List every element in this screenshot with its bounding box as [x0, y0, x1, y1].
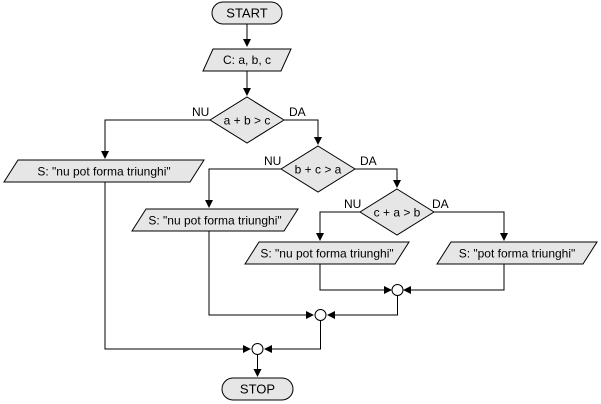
input-shape — [202, 48, 292, 72]
start-terminal: START — [211, 1, 283, 25]
output-3-label: S: "nu pot forma triunghi" — [260, 247, 393, 261]
decision-1-yes-label: DA — [289, 105, 306, 119]
decision-3-yes-label: DA — [432, 197, 449, 211]
decision-1: a + b > c NU DA — [192, 96, 306, 144]
stop-label: STOP — [240, 382, 275, 397]
decision-1-condition: a + b > c — [224, 114, 271, 128]
input-label: C: a, b, c — [223, 53, 271, 67]
connector-out1-junction3 — [104, 182, 243, 350]
stop-shape — [221, 377, 294, 401]
arrowhead — [243, 345, 251, 353]
decision-2-yes-label: DA — [360, 154, 377, 168]
decision-3: c + a > b NU DA — [344, 188, 449, 236]
decision-3-no-label: NU — [344, 197, 361, 211]
decision-1-shape — [209, 96, 285, 144]
decision-2-shape — [280, 145, 356, 193]
arrowhead — [327, 311, 335, 319]
arrowhead — [314, 137, 322, 145]
decision-3-shape — [359, 188, 435, 236]
junction-1 — [391, 284, 404, 296]
connector-junction1-junction2 — [335, 295, 398, 316]
output-1: S: "nu pot forma triunghi" — [3, 159, 205, 183]
connector-out2-junction2 — [208, 231, 306, 316]
arrowhead — [243, 39, 251, 47]
output-3: S: "nu pot forma triunghi" — [244, 241, 410, 265]
arrowhead — [253, 369, 262, 377]
output-4-label: S: "pot forma triunghi" — [459, 247, 576, 261]
arrowhead — [306, 311, 314, 319]
connector-out3-junction1 — [319, 264, 384, 291]
output-1-shape — [3, 159, 205, 183]
arrowhead — [205, 200, 213, 208]
output-2-shape — [131, 208, 299, 232]
output-4: S: "pot forma triunghi" — [436, 241, 598, 265]
connector-out4-junction1 — [411, 264, 505, 291]
arrowhead — [500, 233, 508, 241]
output-2: S: "nu pot forma triunghi" — [131, 208, 299, 232]
decision-3-condition: c + a > b — [374, 206, 421, 220]
arrowhead — [384, 286, 392, 294]
connector-d2-yes — [355, 168, 398, 181]
connector-d1-no — [104, 119, 210, 152]
input-block: C: a, b, c — [202, 48, 292, 72]
arrowhead — [403, 286, 411, 294]
output-1-label: S: "nu pot forma triunghi" — [37, 165, 170, 179]
arrowhead — [316, 233, 324, 241]
output-2-label: S: "nu pot forma triunghi" — [148, 214, 281, 228]
output-3-shape — [244, 241, 410, 265]
connector-d2-no — [208, 168, 281, 201]
decision-2-no-label: NU — [264, 154, 281, 168]
arrowhead — [243, 88, 251, 96]
decision-1-no-label: NU — [192, 105, 209, 119]
connector-d3-no — [319, 211, 360, 234]
arrowhead — [101, 151, 109, 159]
junction-3 — [251, 343, 264, 355]
output-4-shape — [436, 241, 598, 265]
arrowhead — [264, 345, 272, 353]
start-label: START — [226, 6, 267, 21]
junction-2 — [314, 309, 327, 321]
connector-d3-yes — [434, 211, 505, 234]
decision-2: b + c > a NU DA — [264, 145, 377, 193]
arrowhead — [393, 180, 401, 188]
connector-junction2-junction3 — [272, 320, 321, 350]
connector-d1-yes — [284, 119, 319, 138]
decision-2-condition: b + c > a — [295, 163, 342, 177]
stop-terminal: STOP — [221, 377, 294, 401]
